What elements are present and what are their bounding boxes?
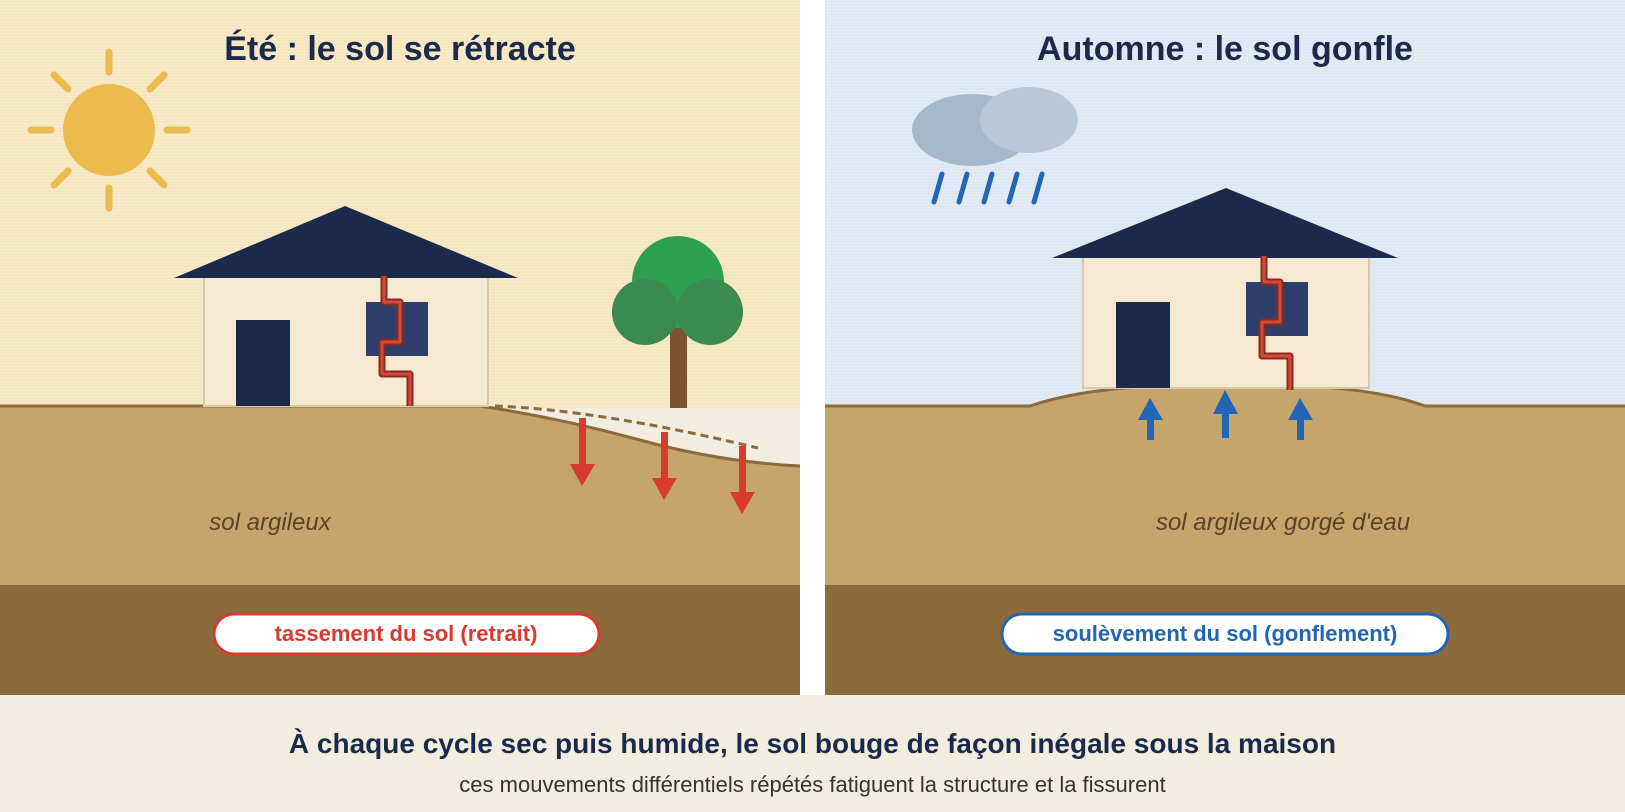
summer-soil <box>0 406 800 585</box>
summer-ground-line <box>0 404 801 468</box>
down-arrow-icon <box>570 418 755 514</box>
tree-icon <box>612 236 743 408</box>
caption-sub: ces mouvements différentiels répétés fat… <box>459 772 1166 797</box>
house-door <box>1116 302 1170 388</box>
autumn-soil <box>825 385 1625 585</box>
original-ground-line <box>494 404 759 450</box>
house-icon <box>174 206 518 407</box>
summer-badge-label: tassement du sol (retrait) <box>275 621 538 646</box>
house-icon <box>1052 188 1398 389</box>
summer-title: Été : le sol se rétracte <box>224 30 576 68</box>
summer-soil-label: sol argileux <box>209 509 331 536</box>
autumn-panel <box>825 0 1625 695</box>
up-arrow-icon <box>1138 390 1313 440</box>
summer-badge: tassement du sol (retrait) <box>212 612 601 656</box>
house-door <box>236 320 290 406</box>
sun-icon <box>27 48 191 212</box>
summer-panel <box>0 0 801 695</box>
panel-divider <box>800 0 825 695</box>
autumn-soil-label: sol argileux gorgé d'eau <box>1156 509 1410 536</box>
rain-cloud-icon <box>912 87 1078 205</box>
autumn-badge: soulèvement du sol (gonflement) <box>1000 612 1450 656</box>
caption-main: À chaque cycle sec puis humide, le sol b… <box>288 728 1337 759</box>
autumn-title: Automne : le sol gonfle <box>1037 30 1413 68</box>
autumn-badge-label: soulèvement du sol (gonflement) <box>1053 621 1398 646</box>
